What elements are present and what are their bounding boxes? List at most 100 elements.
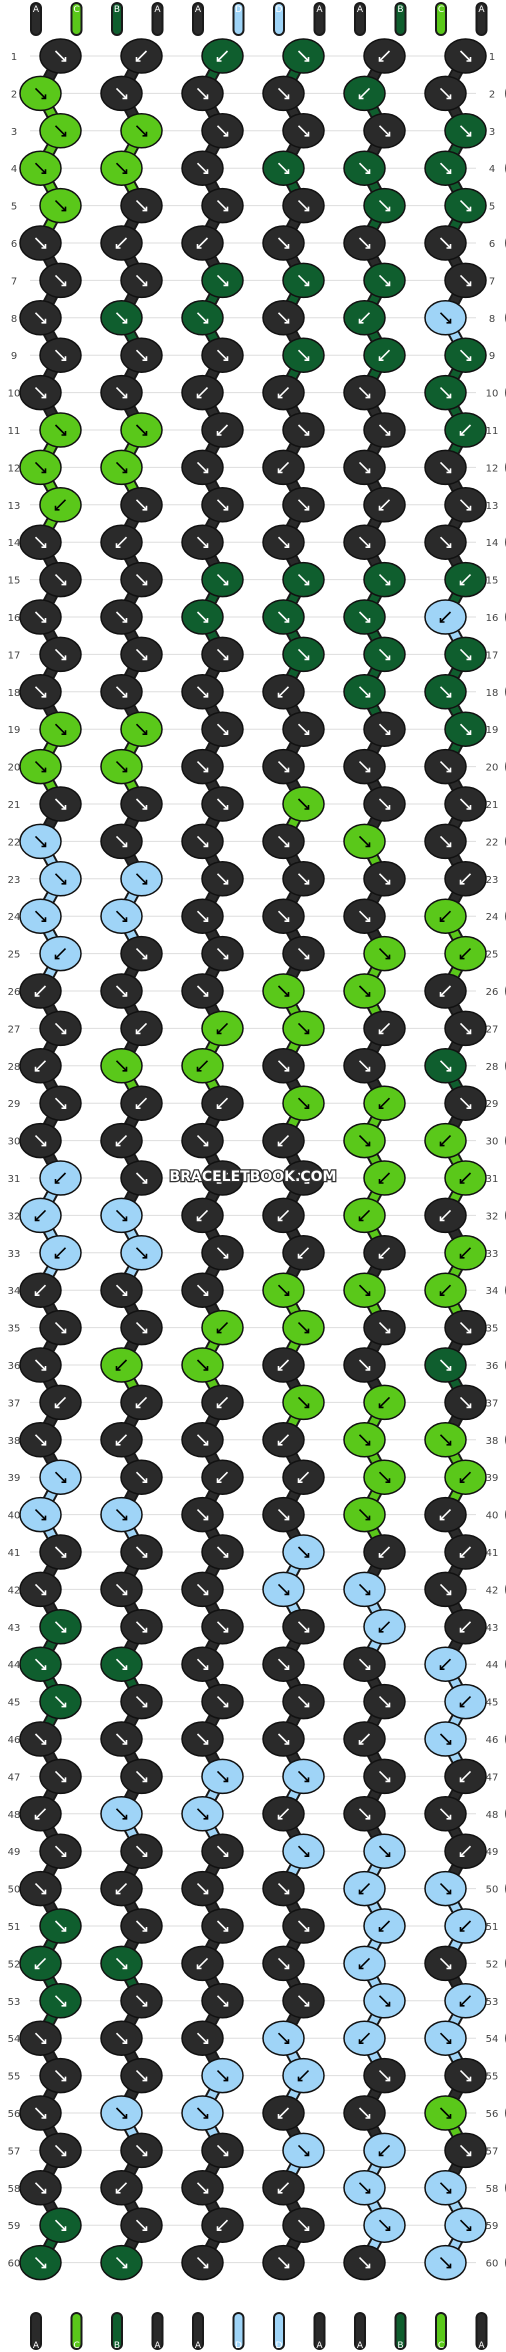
knot-arrow-head-icon xyxy=(277,1216,283,1222)
knot-arrow-head-icon xyxy=(385,879,391,885)
knot-arrow-head-icon xyxy=(61,1328,67,1334)
knot xyxy=(262,1945,305,1982)
knot-arrow-head-icon xyxy=(216,1029,222,1035)
knot-arrow-icon xyxy=(378,2144,391,2156)
knot-arrow-icon xyxy=(34,162,47,174)
knot-arrow-icon xyxy=(135,2144,148,2156)
knot-arrow-head-icon xyxy=(304,954,310,960)
knot-arrow-head-icon xyxy=(223,805,229,810)
knot-arrow-head-icon xyxy=(115,1440,121,1446)
knot-arrow-head-icon xyxy=(61,1478,67,1483)
knot-arrow-head-icon xyxy=(135,1403,141,1409)
knot-arrow-icon xyxy=(358,2257,371,2269)
knot-arrow-head-icon xyxy=(284,842,290,848)
row-number-right: 24 xyxy=(486,912,499,923)
knot-arrow-icon xyxy=(115,910,128,922)
knot-arrow-icon xyxy=(34,2257,47,2269)
knot xyxy=(444,2057,487,2094)
knot xyxy=(19,1347,62,1383)
knot-arrow-head-icon xyxy=(365,1066,371,1072)
knot xyxy=(363,1160,406,1196)
knot-arrow-icon xyxy=(34,1284,47,1296)
knot xyxy=(444,1085,487,1121)
knot-arrow-head-icon xyxy=(216,2226,222,2231)
knot xyxy=(262,1870,305,1907)
knot-arrow-icon xyxy=(277,2107,290,2119)
knot xyxy=(343,1272,386,1308)
knot xyxy=(363,337,406,373)
knot-arrow-icon xyxy=(439,387,452,399)
knot xyxy=(39,1908,82,1944)
row-number-right: 22 xyxy=(486,837,499,848)
row-number-right: 1 xyxy=(489,52,495,63)
row-number-right: 3 xyxy=(489,127,495,138)
knot-arrow-icon xyxy=(196,2182,209,2194)
knot-arrow-head-icon xyxy=(304,1403,310,1409)
knot-arrow-head-icon xyxy=(142,131,148,137)
knot-arrow-icon xyxy=(34,985,47,997)
knot-arrow-icon xyxy=(196,312,209,324)
knot-arrow-head-icon xyxy=(466,655,472,661)
row-number-right: 52 xyxy=(486,1959,499,1970)
knot-arrow-head-icon xyxy=(203,169,209,174)
row-number-right: 12 xyxy=(486,463,499,474)
knot-arrow-icon xyxy=(358,910,371,922)
knot xyxy=(19,2095,62,2131)
knot xyxy=(19,1122,62,1159)
row-number-right: 29 xyxy=(486,1099,499,1110)
knot xyxy=(181,898,224,934)
knot-arrow-icon xyxy=(378,798,391,810)
knot-arrow-icon xyxy=(135,574,148,586)
knot-arrow-icon xyxy=(54,1845,67,1857)
knot xyxy=(19,150,62,186)
knot-arrow-icon xyxy=(358,1135,371,1147)
knot-arrow-icon xyxy=(135,1621,148,1633)
pattern-background xyxy=(30,55,476,2264)
knot xyxy=(100,898,143,934)
knot xyxy=(282,262,325,299)
knot xyxy=(282,1384,325,1421)
knot xyxy=(120,1833,163,1869)
knot xyxy=(282,935,325,972)
knot-arrow-icon xyxy=(135,50,148,62)
knot-arrow-head-icon xyxy=(122,692,128,698)
row-number-left: 51 xyxy=(8,1922,21,1933)
knot-arrow-head-icon xyxy=(284,2263,290,2269)
knot-arrow-head-icon xyxy=(196,244,202,249)
row-number-left: 36 xyxy=(8,1361,21,1372)
knot-arrow-head-icon xyxy=(115,543,121,549)
knot-arrow-head-icon xyxy=(135,1104,141,1109)
knot xyxy=(39,1010,82,1047)
knot-arrow-head-icon xyxy=(277,1814,283,1820)
knot-arrow-head-icon xyxy=(466,1403,472,1409)
strand-letter-bottom: A xyxy=(154,2341,161,2351)
knot xyxy=(19,449,62,486)
knot-arrow-icon xyxy=(297,499,310,511)
knot-arrow-head-icon xyxy=(446,1590,452,1596)
knot-arrow-head-icon xyxy=(446,1740,452,1745)
knot xyxy=(363,487,406,523)
knot xyxy=(100,374,143,411)
row-number-right: 21 xyxy=(486,800,499,811)
knot xyxy=(120,1384,163,1421)
strand-letter-top: B xyxy=(114,5,120,15)
knot-arrow-icon xyxy=(277,87,290,99)
knot-arrow-head-icon xyxy=(439,992,445,997)
knot xyxy=(19,748,62,785)
knot xyxy=(282,1983,325,2019)
knot-arrow-head-icon xyxy=(284,917,290,923)
knot-arrow-icon xyxy=(439,985,452,997)
knot xyxy=(262,1347,305,1383)
knot xyxy=(262,1122,305,1159)
knot-arrow-head-icon xyxy=(385,281,391,287)
knot-arrow-icon xyxy=(54,1995,67,2007)
knot-arrow-icon xyxy=(216,499,229,511)
knot-arrow-head-icon xyxy=(41,393,47,399)
knot-arrow-icon xyxy=(216,1546,229,1558)
knot-arrow-head-icon xyxy=(122,2114,128,2119)
knot-arrow-head-icon xyxy=(446,318,452,324)
row-number-right: 2 xyxy=(489,89,495,100)
knot-arrow-head-icon xyxy=(54,1403,60,1409)
knot xyxy=(343,1197,386,1234)
knot-arrow-head-icon xyxy=(223,1553,229,1558)
